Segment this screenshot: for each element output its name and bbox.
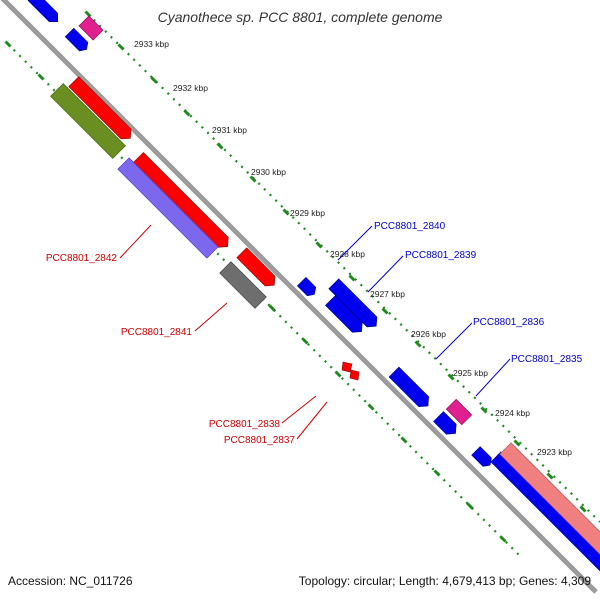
scale-tick-mark — [579, 505, 587, 513]
tick-label-2925: 2925 kbp — [453, 368, 488, 378]
tick-label-2923: 2923 kbp — [537, 447, 572, 457]
tick-label-2927: 2927 kbp — [370, 289, 405, 299]
leader-2840 — [337, 225, 373, 261]
scale-tick-mark — [447, 373, 455, 381]
scale-tick-mark — [381, 307, 389, 315]
tick-label-2932: 2932 kbp — [173, 83, 208, 93]
scale-tick-mark — [315, 241, 323, 249]
scale-track-outer — [87, 13, 600, 523]
tick-label-2930: 2930 kbp — [251, 167, 286, 177]
scale-tick-mark — [499, 535, 507, 543]
gene-label-2838[interactable]: PCC8801_2838 — [209, 419, 281, 430]
gene-magenta-2835[interactable] — [445, 398, 473, 426]
scale-tick-mark — [301, 337, 309, 345]
tick-label-2929: 2929 kbp — [290, 208, 325, 218]
genome-summary: Topology: circular; Length: 4,679,413 bp… — [298, 574, 591, 588]
gene-purple-2842[interactable] — [117, 157, 219, 259]
leader-2838 — [281, 395, 317, 424]
leader-2837 — [296, 401, 328, 440]
tick-label-2933: 2933 kbp — [134, 39, 169, 49]
tick-label-2931: 2931 kbp — [212, 125, 247, 135]
gene-blue-small-top[interactable] — [64, 27, 90, 53]
gene-red-2838-2837[interactable] — [341, 361, 360, 381]
tick-label-2924: 2924 kbp — [495, 408, 530, 418]
scale-tick-mark — [400, 436, 408, 444]
gene-labels: PCC8801_2842 PCC8801_2841 PCC8801_2838 P… — [46, 221, 583, 446]
gene-olive[interactable] — [50, 83, 126, 159]
scale-tick-mark — [268, 304, 276, 312]
gene-blue-2836[interactable] — [388, 366, 433, 411]
gene-magenta-top[interactable] — [78, 15, 104, 41]
tick-label-2926: 2926 kbp — [411, 329, 446, 339]
scale-tick-mark — [480, 406, 488, 414]
gene-blue-small-2923[interactable] — [471, 446, 495, 470]
gene-red-2842-upper[interactable] — [68, 76, 135, 143]
leader-2842 — [119, 224, 152, 259]
leader-2835 — [475, 358, 511, 397]
scale-tick-mark — [546, 472, 554, 480]
leader-2836 — [435, 322, 473, 360]
gene-label-2840[interactable]: PCC8801_2840 — [374, 221, 446, 232]
gene-label-2839[interactable]: PCC8801_2839 — [405, 250, 477, 261]
gene-red-2841[interactable] — [236, 247, 279, 290]
scale-tick-mark — [433, 469, 441, 477]
leader-2839 — [367, 255, 404, 293]
scale-tick-mark — [466, 502, 474, 510]
scale-tick-mark — [150, 76, 158, 84]
gene-blue-2835[interactable] — [433, 411, 461, 439]
leader-2841 — [194, 302, 228, 332]
gene-pink-long-bottom[interactable] — [499, 442, 600, 568]
scale-tick-mark — [183, 109, 191, 117]
scale-tick-mark — [84, 10, 92, 18]
scale-tick-mark — [334, 370, 342, 378]
scale-tick-mark — [117, 43, 125, 51]
gene-label-2841[interactable]: PCC8801_2841 — [121, 327, 193, 338]
gene-label-2835[interactable]: PCC8801_2835 — [511, 354, 583, 365]
label-leaders — [119, 224, 511, 440]
map-title: Cyanothece sp. PCC 8801, complete genome — [157, 9, 443, 25]
gene-red-2842[interactable] — [133, 152, 233, 252]
scale-tick-mark — [282, 208, 290, 216]
gene-label-2837[interactable]: PCC8801_2837 — [224, 435, 296, 446]
gene-blue-top[interactable] — [27, 0, 62, 26]
scale-tick-mark — [513, 439, 521, 447]
scale-tick-mark — [4, 40, 12, 48]
scale-tick-mark — [249, 175, 257, 183]
gene-blue-2840a[interactable] — [296, 276, 318, 298]
gene-label-2836[interactable]: PCC8801_2836 — [473, 317, 545, 328]
gene-grey-2841[interactable] — [219, 261, 267, 309]
gene-blue-2839[interactable] — [328, 278, 381, 331]
scale-tick-mark — [37, 73, 45, 81]
scale-labels: 2933 kbp 2932 kbp 2931 kbp 2930 kbp 2929… — [134, 39, 572, 457]
gene-label-2842[interactable]: PCC8801_2842 — [46, 253, 118, 264]
accession-text: Accession: NC_011726 — [8, 574, 133, 588]
scale-tick-mark — [216, 142, 224, 150]
tick-label-2928: 2928 kbp — [330, 249, 365, 259]
scale-tick-mark — [348, 274, 356, 282]
scale-tick-mark — [414, 340, 422, 348]
scale-tick-mark — [367, 403, 375, 411]
